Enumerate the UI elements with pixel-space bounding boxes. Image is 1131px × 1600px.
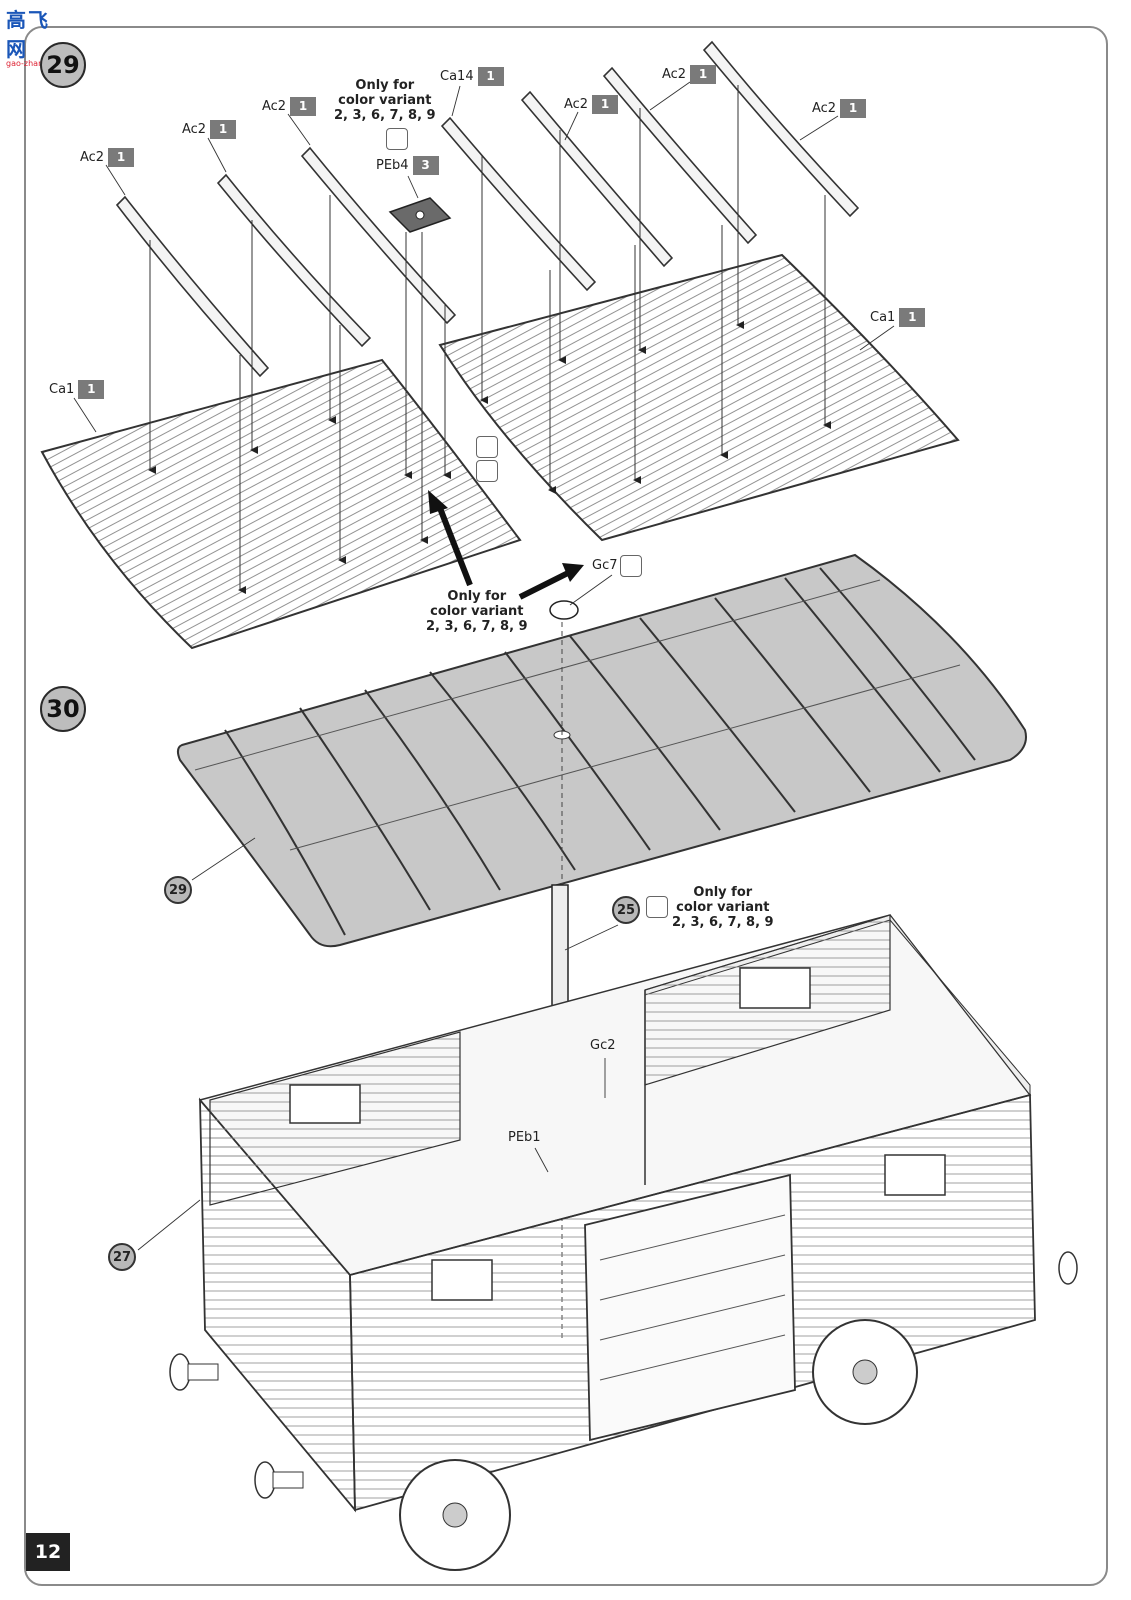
roof-half-left — [40, 358, 522, 650]
part-quantity: 1 — [78, 380, 105, 399]
note-line: 2, 3, 6, 7, 8, 9 — [426, 619, 528, 634]
note-line: Only for — [693, 885, 753, 900]
callout-peb1: PEb1 — [508, 1130, 541, 1145]
part-code: Ac2 — [262, 99, 287, 114]
ref-step-25: 25 — [612, 896, 640, 924]
ref-step-29: 29 — [164, 876, 192, 904]
part-quantity: 1 — [840, 99, 867, 118]
part-quantity: 1 — [477, 67, 504, 86]
callout-gc2: Gc2 — [590, 1038, 616, 1053]
part-code: PEb1 — [508, 1130, 541, 1145]
variant-note-middle: Only for color variant 2, 3, 6, 7, 8, 9 — [426, 589, 528, 634]
leader-lines — [73, 81, 895, 1251]
note-line: color variant — [676, 900, 770, 915]
step-number-29: 29 — [40, 42, 86, 88]
variant-note-bottom: Only for color variant 2, 3, 6, 7, 8, 9 — [672, 885, 774, 930]
callout-ac2-a: Ac2 1 — [80, 148, 135, 167]
glue-icon — [646, 896, 668, 918]
ref-step-27: 27 — [108, 1243, 136, 1271]
note-line: color variant — [338, 93, 432, 108]
part-code: Ac2 — [812, 101, 837, 116]
variant-note-top: Only for color variant 2, 3, 6, 7, 8, 9 — [334, 78, 436, 123]
part-quantity: 1 — [290, 97, 317, 116]
roof-assembled — [176, 553, 1027, 948]
note-line: Only for — [355, 78, 415, 93]
sand-icon — [476, 436, 498, 458]
watermark-logo: 高飞网 gao-zhan.com — [6, 4, 68, 68]
note-line: color variant — [430, 604, 524, 619]
part-code: Ac2 — [662, 67, 687, 82]
part-quantity: 1 — [899, 308, 926, 327]
roof-half-right — [438, 253, 960, 542]
note-line: 2, 3, 6, 7, 8, 9 — [672, 915, 774, 930]
variant-arrow-right — [518, 569, 572, 600]
part-quantity: 1 — [690, 65, 717, 84]
logo-subtext: gao-zhan.com — [6, 59, 63, 68]
part-code: Ac2 — [80, 150, 105, 165]
gc7-cap — [549, 600, 579, 620]
callout-ca1-left: Ca1 1 — [49, 380, 105, 399]
callout-ac2-d: Ac2 1 — [564, 95, 619, 114]
callout-ca14: Ca14 1 — [440, 67, 504, 86]
part-code: PEb4 — [376, 158, 409, 173]
part-code: Ac2 — [564, 97, 589, 112]
part-quantity: 1 — [210, 120, 237, 139]
callout-ac2-b: Ac2 1 — [182, 120, 237, 139]
part-code: Ca14 — [440, 69, 474, 84]
part-code: Ac2 — [182, 122, 207, 137]
part-quantity: 3 — [412, 156, 439, 175]
callout-ca1-right: Ca1 1 — [870, 308, 926, 327]
note-line: Only for — [447, 589, 507, 604]
glue-icon — [620, 555, 642, 577]
part-quantity: 1 — [108, 148, 135, 167]
variant-arrow-up — [435, 501, 473, 587]
callout-peb4: PEb4 3 — [376, 156, 439, 175]
part-code: Gc7 — [592, 558, 618, 573]
part-code: Ca1 — [49, 382, 75, 397]
wagon-body — [169, 914, 1078, 1571]
note-line: 2, 3, 6, 7, 8, 9 — [334, 108, 436, 123]
callout-ac2-c: Ac2 1 — [262, 97, 317, 116]
page-frame — [24, 26, 1108, 1586]
assembly-lines-29 — [148, 85, 831, 594]
glue-icon — [476, 460, 498, 482]
callout-ac2-e: Ac2 1 — [662, 65, 717, 84]
part-code: Gc2 — [590, 1038, 616, 1053]
part-quantity: 1 — [592, 95, 619, 114]
logo-text: 高飞网 — [6, 8, 50, 61]
step-number-30: 30 — [40, 686, 86, 732]
glue-icon — [386, 128, 408, 150]
page-number: 12 — [26, 1533, 70, 1571]
part-code: Ca1 — [870, 310, 896, 325]
callout-ac2-f: Ac2 1 — [812, 99, 867, 118]
callout-gc7: Gc7 — [592, 558, 618, 573]
